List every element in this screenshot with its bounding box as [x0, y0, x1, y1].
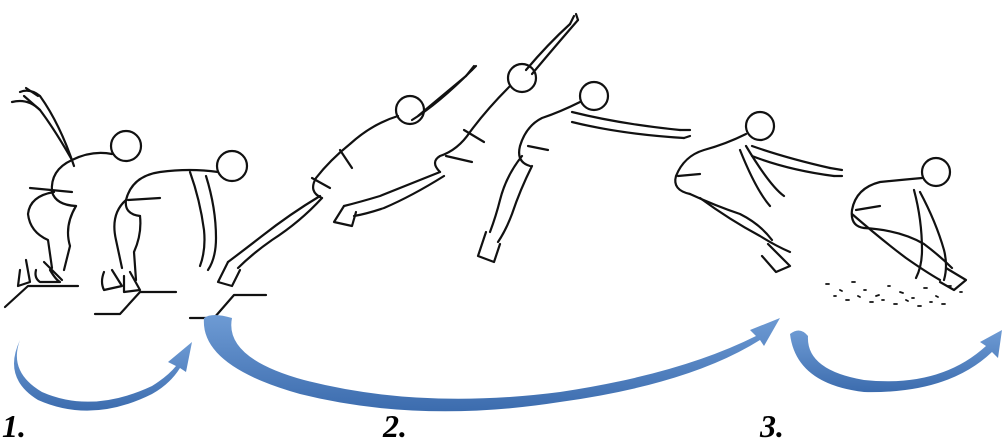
landing-figure-1: [675, 112, 842, 272]
phase-arrows: [14, 315, 1002, 411]
flight-figure-1: [334, 14, 578, 226]
phase-label-3: 3.: [760, 410, 784, 442]
sand-pit: [826, 282, 962, 306]
phase-1-arrow: [14, 340, 192, 411]
phase-label-1: 1.: [2, 410, 26, 442]
crouch-figure-1: [12, 88, 141, 286]
takeoff-figure: [218, 66, 476, 286]
landing-figure-2: [852, 158, 966, 290]
flight-figure-2: [478, 82, 690, 262]
phase-2-arrow: [204, 315, 780, 411]
phase-3-arrow: [790, 330, 1002, 392]
crouch-figure-2: [102, 151, 247, 292]
phase-label-2: 2.: [383, 410, 407, 442]
